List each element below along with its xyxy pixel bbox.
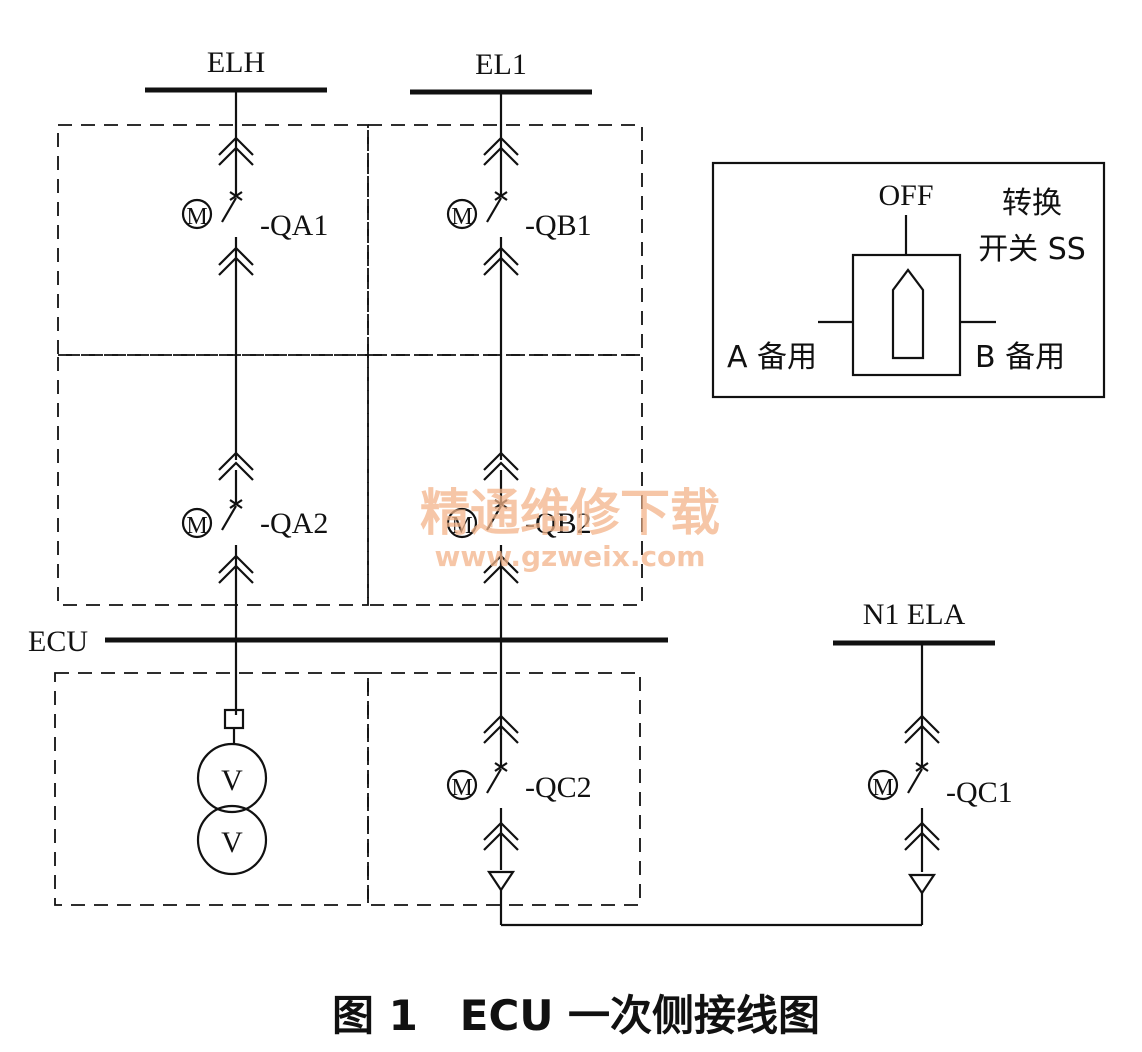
fuse-icon bbox=[223, 708, 245, 730]
motor-operator-icon bbox=[446, 507, 478, 539]
cubicle-qb1 bbox=[367, 124, 643, 356]
switch-title-line2: 开关 SS bbox=[978, 232, 1086, 267]
motor-symbol: M bbox=[186, 513, 207, 539]
switch-position-off: OFF bbox=[878, 179, 933, 212]
bus-label-n1-ela: N1 ELA bbox=[863, 598, 966, 631]
changeover-switch-legend: OFF 转换 开关 SS A 备用 B 备用 bbox=[711, 161, 1106, 399]
figure-caption: 图 1 ECU 一次侧接线图 bbox=[332, 991, 820, 1040]
switch-position-a: A 备用 bbox=[727, 340, 817, 375]
watermark-url: www.gzweix.com bbox=[435, 540, 706, 573]
motor-operator-icon bbox=[181, 198, 213, 230]
legend-frame bbox=[711, 161, 1106, 399]
bus-label-el1: EL1 bbox=[475, 48, 527, 81]
feeder-a: M -QA1 M -QA2 V V bbox=[181, 92, 328, 876]
breaker-contact bbox=[486, 197, 502, 223]
motor-operator-icon bbox=[181, 507, 213, 539]
cable-termination-icon bbox=[486, 870, 516, 892]
breaker-contact bbox=[221, 197, 237, 223]
cubicle-qb2 bbox=[367, 354, 643, 606]
motor-symbol: M bbox=[451, 775, 472, 801]
cubicle-qc2 bbox=[367, 672, 641, 906]
breaker-label-qa1: -QA1 bbox=[260, 209, 328, 242]
breaker-label-qa2: -QA2 bbox=[260, 507, 328, 540]
motor-symbol: M bbox=[451, 513, 472, 539]
switch-position-b: B 备用 bbox=[975, 340, 1065, 375]
vt-symbol-secondary: V bbox=[221, 826, 243, 859]
feeder-b: M -QB1 M -QB2 M -QC2 bbox=[446, 94, 592, 925]
cubicle-vt bbox=[54, 672, 369, 906]
cubicle-boxes bbox=[54, 124, 643, 906]
cubicle-qa1 bbox=[57, 124, 369, 356]
voltage-transformer-secondary-icon bbox=[196, 804, 268, 876]
motor-symbol: M bbox=[186, 204, 207, 230]
breaker-label-qb1: -QB1 bbox=[525, 209, 592, 242]
voltage-transformer-primary-icon bbox=[196, 742, 268, 814]
breaker-contact bbox=[486, 768, 502, 794]
breaker-contact bbox=[907, 768, 923, 794]
breaker-contact bbox=[486, 505, 502, 531]
switch-title-line1: 转换 bbox=[1002, 186, 1062, 221]
bus-bars bbox=[105, 87, 995, 646]
cable-termination-icon bbox=[907, 873, 937, 895]
vt-symbol-primary: V bbox=[221, 764, 243, 797]
cubicle-qa2 bbox=[57, 354, 369, 606]
motor-symbol: M bbox=[872, 775, 893, 801]
watermark-title: 精通维修下载 bbox=[420, 484, 720, 542]
motor-operator-icon bbox=[446, 198, 478, 230]
breaker-label-qb2: -QB2 bbox=[525, 507, 592, 540]
bus-label-ecu: ECU bbox=[28, 625, 88, 658]
breaker-label-qc2: -QC2 bbox=[525, 771, 592, 804]
breaker-label-qc1: -QC1 bbox=[946, 776, 1013, 809]
motor-symbol: M bbox=[451, 204, 472, 230]
bus-label-elh: ELH bbox=[207, 46, 265, 79]
breaker-contact bbox=[221, 505, 237, 531]
feeder-c: M -QC1 bbox=[867, 645, 1013, 925]
motor-operator-icon bbox=[446, 769, 478, 801]
switch-knob-icon bbox=[891, 268, 925, 360]
motor-operator-icon bbox=[867, 769, 899, 801]
